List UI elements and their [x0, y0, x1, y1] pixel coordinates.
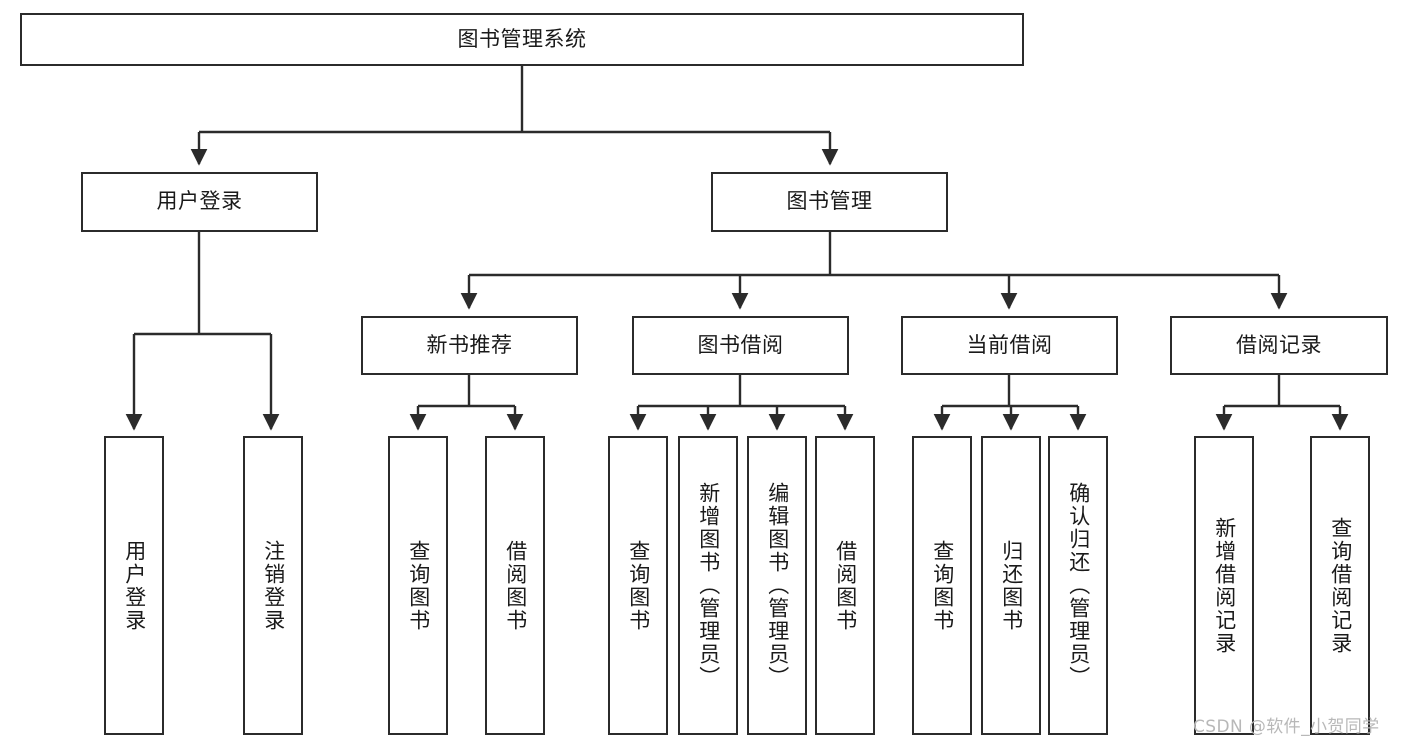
node-borrow-record[interactable]: 借阅记录 [1170, 316, 1388, 375]
leaf-label: 用户登录 [122, 539, 147, 632]
node-root-label: 图书管理系统 [457, 26, 587, 51]
leaf-user-login[interactable]: 用户登录 [104, 436, 164, 735]
leaf-label: 借阅图书 [833, 539, 858, 632]
node-user-login-label: 用户登录 [156, 189, 243, 214]
node-new-book-recommend[interactable]: 新书推荐 [361, 316, 578, 375]
node-book-borrow[interactable]: 图书借阅 [632, 316, 849, 375]
leaf-query-book-current[interactable]: 查询图书 [912, 436, 972, 735]
csdn-watermark: CSDN @软件_小贺同学 [1193, 717, 1380, 737]
leaf-borrow-book-recommend[interactable]: 借阅图书 [485, 436, 545, 735]
leaf-return-book[interactable]: 归还图书 [981, 436, 1041, 735]
node-book-borrow-label: 图书借阅 [697, 332, 784, 357]
node-new-book-recommend-label: 新书推荐 [426, 332, 513, 357]
leaf-label: 查询图书 [406, 539, 431, 632]
leaf-query-borrow-record[interactable]: 查询借阅记录 [1310, 436, 1370, 735]
leaf-logout[interactable]: 注销登录 [243, 436, 303, 735]
leaf-add-borrow-record[interactable]: 新增借阅记录 [1194, 436, 1254, 735]
leaf-label: 查询图书 [626, 539, 651, 632]
node-current-borrow-label: 当前借阅 [966, 332, 1053, 357]
leaf-label: 编辑图书（管理员） [765, 482, 790, 689]
leaf-query-book-recommend[interactable]: 查询图书 [388, 436, 448, 735]
node-current-borrow[interactable]: 当前借阅 [901, 316, 1118, 375]
leaf-label: 归还图书 [999, 539, 1024, 632]
node-user-login[interactable]: 用户登录 [81, 172, 318, 232]
leaf-query-book-borrow[interactable]: 查询图书 [608, 436, 668, 735]
node-book-management-label: 图书管理 [786, 189, 873, 214]
leaf-label: 借阅图书 [503, 539, 528, 632]
leaf-label: 注销登录 [261, 539, 286, 632]
leaf-add-book-admin[interactable]: 新增图书（管理员） [678, 436, 738, 735]
leaf-label: 确认归还（管理员） [1066, 482, 1091, 689]
leaf-label: 新增借阅记录 [1212, 516, 1237, 655]
leaf-label: 查询借阅记录 [1328, 516, 1353, 655]
node-root[interactable]: 图书管理系统 [20, 13, 1024, 66]
leaf-borrow-book[interactable]: 借阅图书 [815, 436, 875, 735]
node-book-management[interactable]: 图书管理 [711, 172, 948, 232]
leaf-confirm-return-admin[interactable]: 确认归还（管理员） [1048, 436, 1108, 735]
node-borrow-record-label: 借阅记录 [1236, 332, 1322, 357]
leaf-label: 新增图书（管理员） [696, 482, 721, 689]
leaf-edit-book-admin[interactable]: 编辑图书（管理员） [747, 436, 807, 735]
leaf-label: 查询图书 [930, 539, 955, 632]
